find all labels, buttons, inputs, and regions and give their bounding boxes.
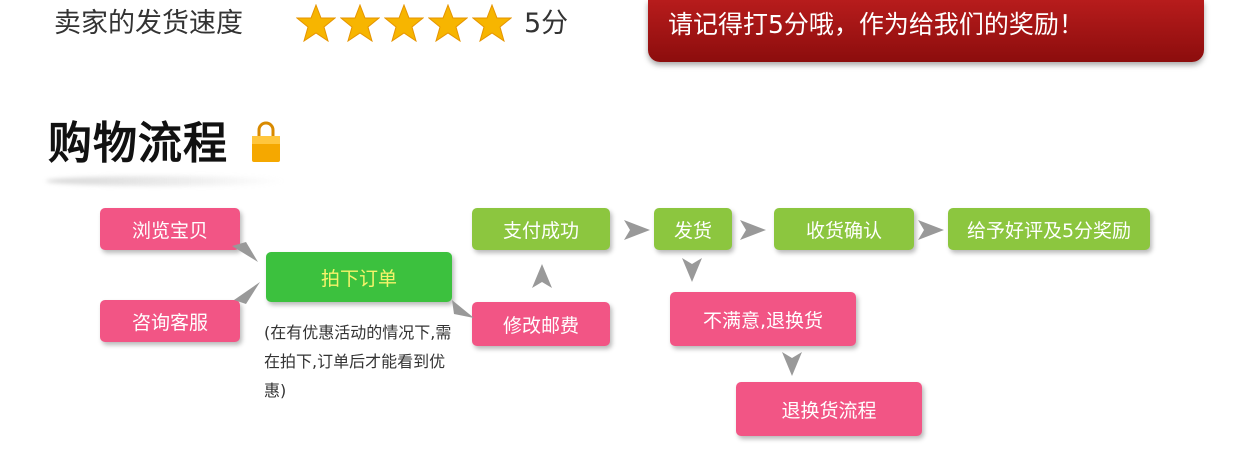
step-give-review: 给予好评及5分奖励 bbox=[948, 208, 1150, 250]
star-icon bbox=[296, 4, 336, 42]
step-ship: 发货 bbox=[654, 208, 732, 250]
arrow-ship-to-unsatisfied bbox=[682, 258, 702, 282]
step-return-process: 退换货流程 bbox=[736, 382, 922, 436]
banner-text: 请记得打5分哦，作为给我们的奖励！ bbox=[668, 10, 1084, 39]
step-browse: 浏览宝贝 bbox=[100, 208, 240, 250]
step-pay-success: 支付成功 bbox=[472, 208, 610, 250]
step-consult: 咨询客服 bbox=[100, 300, 240, 342]
step-confirm-receipt: 收货确认 bbox=[774, 208, 914, 250]
star-icon bbox=[428, 4, 468, 42]
rating-label: 卖家的发货速度 bbox=[54, 8, 243, 39]
arrow-order-to-postage bbox=[452, 300, 474, 318]
reminder-banner: 请记得打5分哦，作为给我们的奖励！ bbox=[648, 0, 1204, 62]
step-unsatisfied-return: 不满意,退换货 bbox=[670, 292, 856, 346]
order-note: (在有优惠活动的情况下,需在拍下,订单后才能看到优惠) bbox=[264, 323, 452, 400]
step-modify-postage: 修改邮费 bbox=[472, 302, 610, 346]
shopping-bag-icon bbox=[252, 121, 280, 162]
title-shadow bbox=[46, 176, 286, 186]
section-title: 购物流程 bbox=[48, 118, 228, 169]
star-icon bbox=[472, 4, 512, 42]
arrow-consult-to-order bbox=[234, 282, 260, 304]
arrow-confirm-to-review bbox=[918, 220, 944, 240]
arrow-browse-to-order bbox=[232, 242, 258, 262]
arrow-postage-to-pay bbox=[532, 264, 552, 288]
step-place-order: 拍下订单 bbox=[266, 252, 452, 302]
arrow-pay-to-ship bbox=[624, 220, 650, 240]
star-icon bbox=[340, 4, 380, 42]
arrow-unsatisfied-to-return bbox=[782, 352, 802, 376]
rating-score: 5分 bbox=[524, 8, 569, 39]
star-icon bbox=[384, 4, 424, 42]
arrow-ship-to-confirm bbox=[740, 220, 766, 240]
